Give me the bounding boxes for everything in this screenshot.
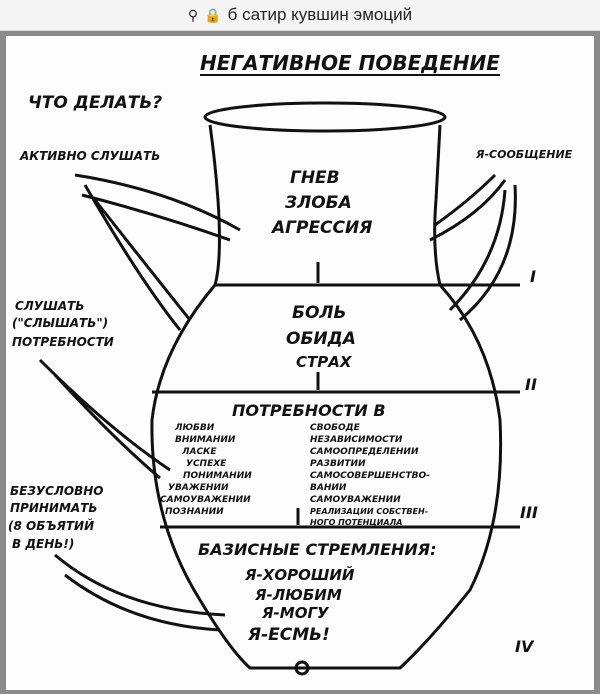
emotion: ГНЕВ (290, 168, 340, 188)
jug-of-emotions-image[interactable] (6, 36, 594, 690)
emotion: СТРАХ (296, 353, 353, 371)
need: РАЗВИТИИ (310, 459, 366, 469)
aspiration: Я-МОГУ (261, 604, 330, 622)
need: САМООПРЕДЕЛЕНИИ (310, 447, 419, 457)
emotion: АГРЕССИЯ (270, 218, 372, 238)
emotion: БОЛЬ (292, 303, 347, 323)
action-accept-4: В ДЕНЬ!) (12, 537, 74, 551)
lock-icon: 🔒 (204, 6, 222, 23)
arrow-active-listen (74, 173, 241, 242)
arrow-i-message-2 (448, 184, 517, 322)
need: НОГО ПОТЕНЦИАЛА (310, 518, 402, 527)
action-accept-2: ПРИНИМАТЬ (10, 501, 98, 515)
address-bar[interactable]: ⚲ 🔒 б сатир кувшин эмоций (0, 0, 600, 31)
arrow-needs (38, 358, 171, 480)
level-label-4: IV (515, 637, 535, 656)
need: САМОУВАЖЕНИИ (160, 495, 251, 505)
need: РЕАЛИЗАЦИИ СОБСТВЕН- (310, 507, 428, 516)
level-label-1: I (530, 267, 536, 286)
need: ВНИМАНИИ (175, 435, 236, 445)
aspiration: Я-ЕСМЬ! (247, 625, 330, 645)
need: ПОЗНАНИИ (165, 507, 224, 517)
action-hear: ("СЛЫШАТЬ") (12, 316, 108, 330)
diagram-title: НЕГАТИВНОЕ ПОВЕДЕНИЕ (200, 51, 500, 75)
need: ЛЮБВИ (174, 423, 215, 433)
need: САМОУВАЖЕНИИ (310, 495, 401, 505)
arrow-i-message (429, 173, 507, 242)
search-query[interactable]: б сатир кувшин эмоций (227, 5, 413, 24)
need: СВОБОДЕ (310, 423, 361, 433)
need: ПОНИМАНИИ (183, 471, 252, 481)
arrow-accept (54, 553, 226, 632)
sun-icon (294, 660, 310, 676)
basic-aspirations-title: БАЗИСНЫЕ СТРЕМЛЕНИЯ: (198, 540, 437, 559)
aspiration: Я-ЛЮБИМ (254, 586, 342, 604)
action-accept-3: (8 ОБЪЯТИЙ (8, 518, 94, 533)
need: ЛАСКЕ (181, 447, 217, 457)
jug-rim (203, 101, 447, 133)
need: ВАНИИ (310, 483, 347, 493)
need: НЕЗАВИСИМОСТИ (310, 435, 403, 445)
need: УСПЕХЕ (186, 459, 227, 469)
need: УВАЖЕНИИ (168, 483, 229, 493)
action-accept-1: БЕЗУСЛОВНО (10, 484, 104, 498)
need: САМОСОВЕРШЕНСТВО- (310, 471, 430, 481)
action-i-message: Я-СООБЩЕНИЕ (475, 148, 573, 161)
emotion: ЗЛОБА (284, 193, 352, 213)
search-icon: ⚲ (187, 6, 199, 23)
needs-title: ПОТРЕБНОСТИ В (232, 401, 386, 420)
level-label-2: II (525, 375, 537, 394)
arrow-listen-2 (83, 184, 192, 331)
action-listen: СЛУШАТЬ (15, 299, 84, 313)
aspiration: Я-ХОРОШИЙ (244, 565, 355, 584)
action-active-listen: АКТИВНО СЛУШАТЬ (19, 149, 160, 163)
emotion: ОБИДА (286, 329, 356, 349)
question: ЧТО ДЕЛАТЬ? (28, 93, 162, 113)
level-label-3: III (520, 503, 538, 522)
action-needs: ПОТРЕБНОСТИ (12, 335, 114, 349)
